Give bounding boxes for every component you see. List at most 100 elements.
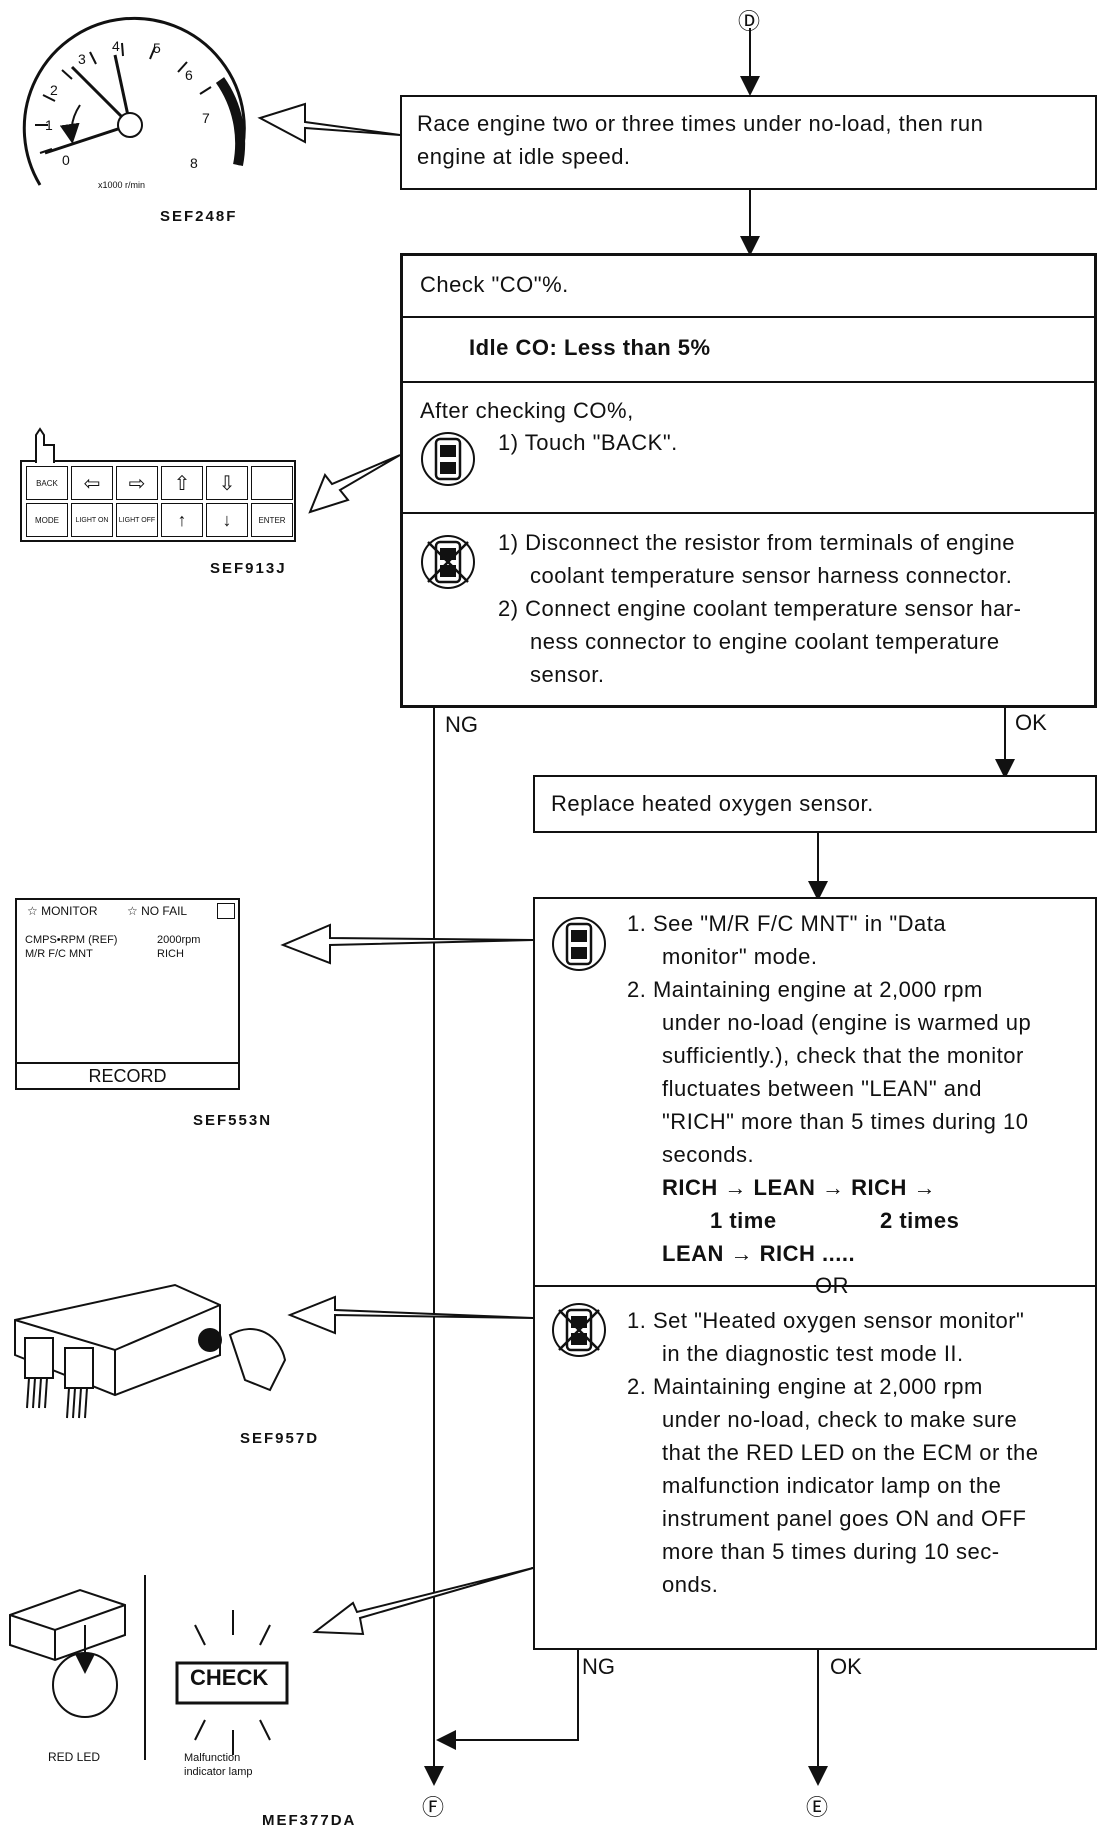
caption-sef913j: SEF913J (210, 560, 287, 577)
ng-label-2: NG (582, 1654, 615, 1679)
caption-sef957d: SEF957D (240, 1430, 320, 1447)
mil-label-1: Malfunction (184, 1752, 241, 1764)
monitor-step-2f: seconds. (662, 1142, 755, 1167)
test-step-2a: 2. Maintaining engine at 2,000 rpm (627, 1374, 983, 1399)
monitor-divider (535, 1285, 1095, 1287)
key-light-on: LIGHT ON (71, 503, 113, 537)
ng-label-1: NG (445, 712, 478, 737)
test-step-2c: that the RED LED on the ECM or the (662, 1440, 1039, 1465)
pointer-screen (280, 923, 534, 965)
screen-row1-label: CMPS•RPM (REF) (25, 934, 118, 946)
mil-label-2: indicator lamp (184, 1766, 253, 1778)
monitor-step-1b: monitor" mode. (662, 944, 818, 969)
race-line-1: Race engine two or three times under no-… (417, 111, 984, 136)
touch-back: 1) Touch "BACK". (498, 430, 678, 455)
key-up: ⇧ (161, 466, 203, 500)
one-time-label: 1 time (710, 1208, 777, 1233)
tach-tick-7: 7 (202, 110, 210, 126)
led-check-illustration (9, 1575, 289, 1760)
disconnect-1: 1) Disconnect the resistor from terminal… (498, 530, 1016, 555)
ok-label-1: OK (1015, 710, 1047, 735)
pointer-keypad (308, 454, 401, 514)
monitor-check-box[interactable]: 1. See "M/R F/C MNT" in "Data monitor" m… (533, 897, 1097, 1650)
consult-icon-2 (552, 917, 606, 971)
test-step-2b: under no-load, check to make sure (662, 1407, 1018, 1432)
key-light-off: LIGHT OFF (116, 503, 158, 537)
key-arrow-up: ↑ (161, 503, 203, 537)
two-times-label: 2 times (880, 1208, 960, 1233)
test-step-2d: malfunction indicator lamp on the (662, 1473, 1002, 1498)
no-consult-icon-2 (552, 1303, 606, 1357)
screen-row2-value: RICH (157, 948, 184, 960)
caption-sef248f: SEF248F (160, 208, 238, 225)
sequence-lean-rich: LEAN → RICH ..... (662, 1241, 856, 1266)
monitor-step-2d: fluctuates between "LEAN" and (662, 1076, 982, 1101)
keypad-illustration: BACK ⇦ ⇨ ⇧ ⇩ MODE LIGHT ON LIGHT OFF ↑ ↓… (20, 460, 296, 542)
test-step-2g: onds. (662, 1572, 719, 1597)
test-step-2e: instrument panel goes ON and OFF (662, 1506, 1027, 1531)
idle-co-spec: Idle CO: Less than 5% (469, 335, 711, 360)
monitor-screen-illustration: ☆ MONITOR ☆ NO FAIL CMPS•RPM (REF) 2000r… (15, 898, 240, 1090)
connector-e[interactable]: Ⓔ (806, 1795, 829, 1820)
red-led-label: RED LED (48, 1750, 101, 1764)
keypad-grid: BACK ⇦ ⇨ ⇧ ⇩ MODE LIGHT ON LIGHT OFF ↑ ↓… (26, 466, 293, 537)
key-mode: MODE (26, 503, 68, 537)
tachometer-illustration (22, 16, 246, 186)
screen-row2-label: M/R F/C MNT (25, 948, 93, 960)
monitor-step-1a: 1. See "M/R F/C MNT" in "Data (627, 911, 947, 936)
connect-3: sensor. (530, 662, 605, 687)
screen-header-left: ☆ MONITOR (27, 904, 98, 918)
monitor-step-2c: sufficiently.), check that the monitor (662, 1043, 1024, 1068)
key-left: ⇦ (71, 466, 113, 500)
check-co-title: Check "CO"%. (420, 272, 569, 297)
test-step-2f: more than 5 times during 10 sec- (662, 1539, 1000, 1564)
tach-unit: x1000 r/min (98, 180, 146, 190)
co-divider-1 (403, 316, 1094, 318)
key-right: ⇨ (116, 466, 158, 500)
race-line-2: engine at idle speed. (417, 144, 631, 169)
tach-tick-0: 0 (62, 152, 70, 168)
replace-sensor-box[interactable]: Replace heated oxygen sensor. (533, 775, 1097, 833)
test-step-1b: in the diagnostic test mode II. (662, 1341, 964, 1366)
caption-mef377da: MEF377DA (262, 1812, 357, 1829)
connector-f[interactable]: Ⓕ (422, 1795, 445, 1820)
disconnect-2: coolant temperature sensor harness conne… (530, 563, 1013, 588)
screen-box-icon (217, 903, 235, 919)
tach-tick-6: 6 (185, 67, 193, 83)
monitor-step-2e: "RICH" more than 5 times during 10 (662, 1109, 1029, 1134)
after-checking: After checking CO%, (420, 398, 634, 423)
pointer-arrows (257, 102, 534, 1636)
finger-icon (35, 427, 55, 463)
monitor-step-2b: under no-load (engine is warmed up (662, 1010, 1032, 1035)
race-engine-box[interactable]: Race engine two or three times under no-… (400, 95, 1097, 190)
tach-tick-8: 8 (190, 155, 198, 171)
check-co-box[interactable]: Check "CO"%. Idle CO: Less than 5% After… (400, 253, 1097, 708)
caption-sef553n: SEF553N (193, 1112, 273, 1129)
key-arrow-down: ↓ (206, 503, 248, 537)
connector-d[interactable]: Ⓓ (738, 9, 761, 34)
ok-label-2: OK (830, 1654, 862, 1679)
pointer-tach (257, 102, 401, 144)
connect-2: ness connector to engine coolant tempera… (530, 629, 1000, 654)
screen-row1-value: 2000rpm (157, 934, 201, 946)
consult-icon (421, 432, 475, 486)
key-back: BACK (26, 466, 68, 500)
pointer-led (312, 1567, 534, 1636)
co-divider-3 (403, 512, 1094, 514)
co-divider-2 (403, 381, 1094, 383)
ecm-illustration (14, 1283, 287, 1419)
connect-1: 2) Connect engine coolant temperature se… (498, 596, 1022, 621)
tach-tick-5: 5 (153, 40, 161, 56)
tach-tick-2: 2 (50, 82, 58, 98)
check-lamp-text: CHECK (190, 1665, 269, 1690)
monitor-step-2a: 2. Maintaining engine at 2,000 rpm (627, 977, 983, 1002)
sequence-rich-lean: RICH → LEAN → RICH → (662, 1175, 936, 1200)
replace-text: Replace heated oxygen sensor. (551, 791, 874, 816)
ng-line-bottom (436, 1650, 579, 1750)
screen-record-button: RECORD (17, 1062, 238, 1088)
tach-tick-4: 4 (112, 38, 120, 54)
key-enter: ENTER (251, 503, 293, 537)
tach-tick-1: 1 (45, 117, 53, 133)
tach-tick-3: 3 (78, 51, 86, 67)
